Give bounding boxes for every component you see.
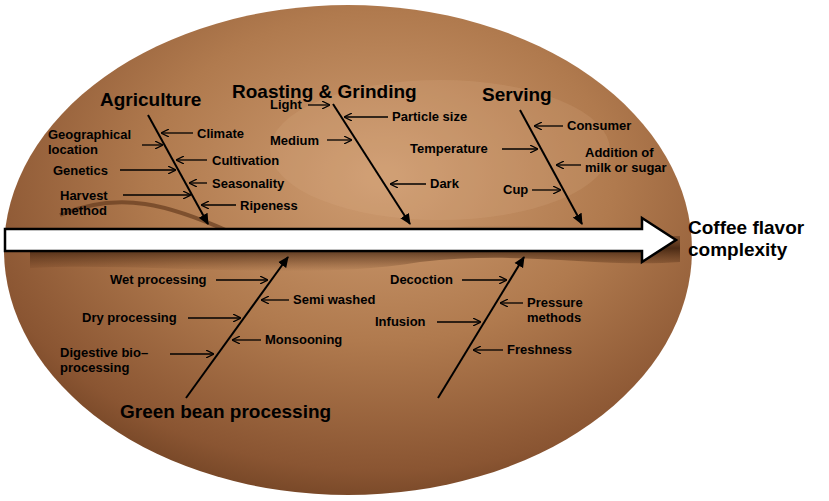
cause-arrow xyxy=(474,349,503,350)
cause-label: Wet processing xyxy=(110,272,207,287)
cause-label: Harvest method xyxy=(60,188,126,218)
category-heading: Serving xyxy=(482,84,552,106)
cause-arrow xyxy=(532,189,560,190)
cause-arrow xyxy=(190,182,207,183)
cause-label: Genetics xyxy=(53,163,108,178)
cause-arrow xyxy=(188,317,240,318)
cause-arrow xyxy=(120,169,175,170)
cause-label: Consumer xyxy=(567,118,631,133)
cause-label: Seasonality xyxy=(212,176,284,191)
cause-arrow xyxy=(327,139,351,140)
bones xyxy=(148,104,582,398)
cause-arrow xyxy=(177,159,207,160)
coffee-bean xyxy=(4,5,692,495)
cause-arrow xyxy=(557,164,581,165)
cause-label: Freshness xyxy=(507,342,572,357)
cause-label: Pressure methods xyxy=(527,295,619,325)
cause-label: Semi washed xyxy=(293,292,375,307)
cause-arrow xyxy=(202,204,236,205)
cause-arrow xyxy=(123,194,190,195)
cause-label: Infusion xyxy=(375,314,426,329)
cause-label: Particle size xyxy=(392,109,467,124)
cause-label: Dry processing xyxy=(82,310,177,325)
cause-label: Dark xyxy=(430,176,459,191)
category-heading: Roasting & Grinding xyxy=(232,81,417,103)
cause-arrow xyxy=(462,279,506,280)
cause-label: Light xyxy=(270,97,302,112)
category-heading: Green bean processing xyxy=(120,401,331,423)
cause-label: Temperature xyxy=(410,141,488,156)
cause-arrow xyxy=(345,116,388,117)
cause-label: Cultivation xyxy=(212,153,279,168)
cause-label: Monsooning xyxy=(265,332,342,347)
cause-arrow xyxy=(501,302,523,303)
cause-arrow xyxy=(162,132,193,133)
cause-arrow xyxy=(216,279,267,280)
cause-arrow xyxy=(437,321,480,322)
cause-label: Ripeness xyxy=(240,198,298,213)
cause-arrow xyxy=(502,148,537,149)
cause-arrows xyxy=(120,105,581,354)
cause-label: Climate xyxy=(197,126,244,141)
category-heading: Agriculture xyxy=(100,89,201,111)
cause-label: Digestive bio–processing xyxy=(60,345,178,375)
cause-label: Addition of milk or sugar xyxy=(585,145,667,175)
cause-arrow xyxy=(233,339,261,340)
cause-arrow xyxy=(535,125,563,126)
spine-arrow xyxy=(5,218,676,262)
cause-label: Medium xyxy=(270,133,319,148)
bean-body xyxy=(4,5,692,495)
cause-arrow xyxy=(142,144,162,145)
cause-arrow xyxy=(170,353,213,354)
cause-label: Decoction xyxy=(390,272,453,287)
cause-label: Cup xyxy=(503,182,528,197)
effect-label: Coffee flavor complexity xyxy=(688,217,824,261)
cause-arrow xyxy=(391,183,426,184)
cause-arrow xyxy=(308,104,329,105)
cause-arrow xyxy=(262,299,289,300)
cause-label: Geographical location xyxy=(48,127,143,157)
